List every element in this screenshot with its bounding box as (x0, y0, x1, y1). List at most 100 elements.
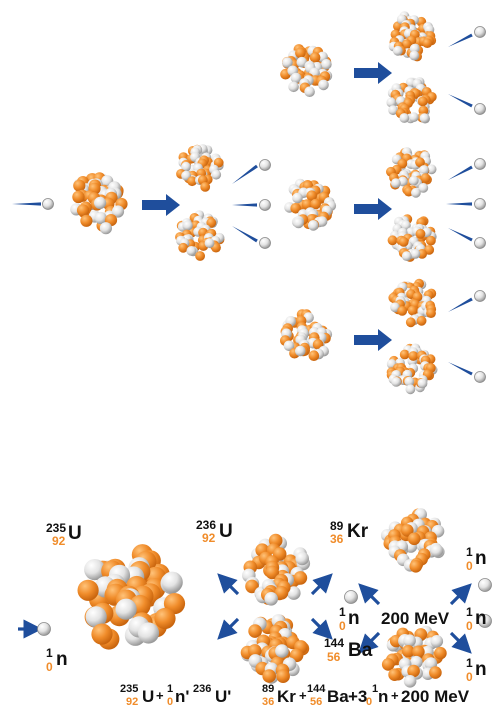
uranium236-symbol: U (219, 521, 233, 542)
reaction-arrows (18, 62, 472, 654)
emitted-neutron-left-symbol: n (348, 608, 360, 629)
free-neutrons (37, 26, 492, 636)
neutron-gen2-5 (474, 237, 486, 249)
barium-atomic: 56 (327, 650, 341, 664)
arrow-gen2-2 (354, 198, 392, 220)
fragment-gen2-2-bottom (387, 214, 437, 262)
eq-ba-atomic: 56 (310, 696, 323, 708)
eq-energy: 200 MeV (401, 687, 470, 706)
split-arrow-ul (217, 573, 240, 596)
nucleus-u236-bottom (240, 614, 310, 684)
krypton-mass: 89 (330, 519, 344, 533)
emitted-neutron-r1-symbol: n (475, 548, 487, 569)
nucleus-kr89 (380, 508, 445, 573)
nucleus-u235 (77, 544, 186, 650)
uranium235-symbol: U (68, 523, 82, 544)
eq-plus-3: +3 (348, 687, 368, 706)
uranium236-label: 236 92 U (196, 518, 256, 558)
emitted-neutron-r1-label: 1 0 n (466, 545, 493, 585)
eq-plus-1: + (156, 688, 164, 703)
streak-gen2-1 (448, 33, 473, 47)
streak-gen1-1 (232, 164, 258, 184)
eq-plus-4: + (391, 688, 399, 703)
emitted-neutron-r1-atomic: 0 (466, 559, 473, 573)
eq-u235-symbol: U (142, 687, 155, 706)
uranium235-mass: 235 (46, 521, 67, 535)
emitted-neutron-r3-symbol: n (475, 659, 487, 680)
nucleus-gen2-3 (280, 309, 333, 362)
eq-ba-symbol: Ba (327, 687, 349, 706)
energy-arrow-ur (449, 583, 472, 606)
nucleus-gen2-2 (284, 178, 337, 231)
eq-n-mass: 1 (167, 683, 174, 695)
fragment-gen1-top (176, 144, 224, 192)
fragment-gen2-3-bottom (386, 343, 438, 395)
fragment-gen2-3-top (388, 278, 437, 328)
arrow-gen2-3 (354, 329, 392, 351)
split-arrow-ur (310, 573, 333, 596)
emitted-neutron-r3-label: 1 0 n (466, 656, 493, 696)
neutron-gen2-6 (474, 290, 486, 302)
eq-ba-mass: 144 (307, 683, 326, 695)
emitted-neutron-left-label: 1 0 n (339, 605, 399, 645)
eq-n2-mass: 1 (372, 683, 379, 695)
fragment-gen2-1-bottom (386, 77, 437, 124)
emitted-neutron-r2-mass: 1 (466, 605, 473, 619)
uranium236-mass: 236 (196, 518, 217, 532)
arrow-gen2-1 (354, 62, 392, 84)
streak-gen2-4 (446, 202, 472, 206)
eq-n2-atomic: 0 (366, 696, 373, 708)
emitted-neutron-left-mass: 1 (339, 605, 346, 619)
krypton-label: 89 36 Kr (330, 519, 390, 559)
eq-kr-mass: 89 (262, 683, 275, 695)
arrow-gen1 (142, 194, 180, 216)
barium-label: 144 56 Ba (324, 636, 384, 676)
bottom-incoming-neutron (37, 622, 51, 636)
eq-u235-atomic: 92 (126, 696, 139, 708)
emitted-neutron-r1-mass: 1 (466, 545, 473, 559)
uranium235-label: 235 92 U (46, 521, 106, 561)
neutron-gen2-4 (474, 198, 486, 210)
bottom-emitted-neutron-left (344, 590, 358, 604)
split-arrow-ll (217, 617, 240, 640)
split-arrow-lr (310, 617, 333, 640)
fragment-gen2-2-top (386, 147, 437, 198)
incoming-neutron (42, 198, 54, 210)
nuclei (70, 11, 447, 688)
bottom-emitted-neutron-r2 (478, 614, 492, 628)
energy-arrow-lr (449, 631, 472, 654)
neutron-gen1-1 (259, 159, 271, 171)
incoming-neutron-streak (12, 202, 41, 206)
streak-gen1-3 (232, 226, 258, 243)
eq-plus-2: + (299, 688, 307, 703)
uranium235-atomic: 92 (52, 534, 66, 548)
barium-symbol: Ba (348, 640, 373, 661)
emitted-neutron-r2-symbol: n (475, 608, 487, 629)
eq-n-symbol: n' (175, 687, 190, 706)
fragment-gen2-1-top (388, 11, 437, 62)
nucleus-gen1 (70, 172, 128, 235)
emitted-neutron-r2-label: 1 0 n (466, 605, 493, 645)
neutron-gen2-2 (474, 103, 486, 115)
nucleus-u236-top (242, 533, 311, 606)
energy-arrow-ul (358, 583, 381, 606)
streak-gen2-5 (448, 228, 473, 242)
neutron-gen1-3 (259, 237, 271, 249)
neutron-atomic: 0 (46, 660, 53, 674)
eq-u236-symbol: U' (215, 687, 232, 706)
neutron-streaks (12, 33, 473, 376)
eq-kr-atomic: 36 (262, 696, 275, 708)
bottom-emitted-neutron-r1 (478, 578, 492, 592)
emitted-neutron-r2-atomic: 0 (466, 619, 473, 633)
streak-gen2-2 (448, 94, 473, 108)
krypton-symbol: Kr (347, 521, 369, 542)
neutron-symbol: n (56, 649, 68, 670)
neutron-mass: 1 (46, 646, 53, 660)
eq-u235-mass: 235 (120, 683, 139, 695)
neutron-gen2-7 (474, 371, 486, 383)
krypton-atomic: 36 (330, 532, 344, 546)
streak-gen2-7 (448, 362, 473, 376)
neutron-gen2-3 (474, 158, 486, 170)
eq-n-atomic: 0 (167, 696, 174, 708)
